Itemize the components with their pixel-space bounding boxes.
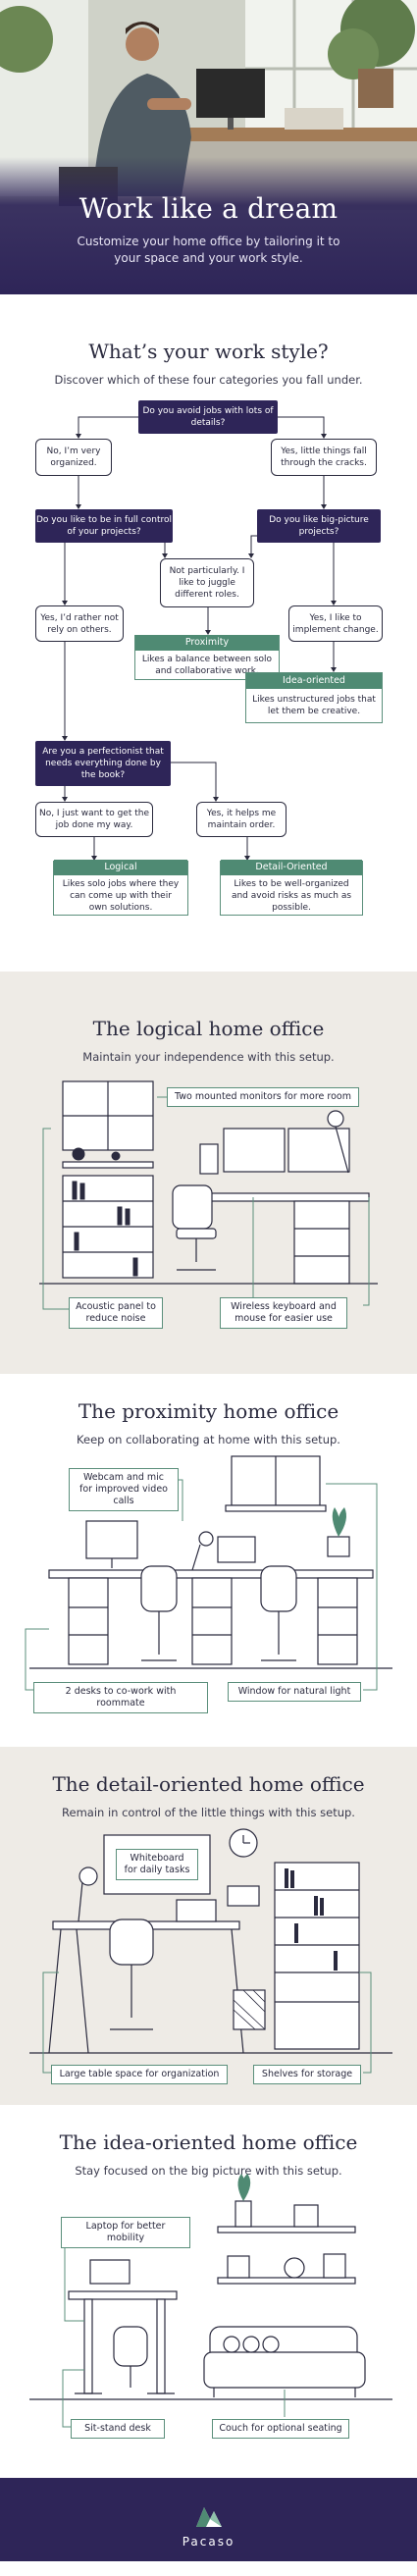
logical-office-illustration — [39, 1080, 378, 1310]
callout-two-desks: 2 desks to co-work with roommate — [33, 1682, 208, 1713]
result-proximity-desc: Likes a balance between solo and collabo… — [141, 655, 273, 676]
question-full-control: Do you like to be in full control of you… — [35, 509, 173, 543]
result-logical-desc: Likes solo jobs where they can come up w… — [62, 879, 180, 913]
result-logical: Logical Likes solo jobs where they can c… — [53, 860, 188, 916]
answer-yes-maintain-order: Yes, it helps me maintain order. — [196, 802, 287, 837]
question-perfectionist: Are you a perfectionist that needs every… — [35, 741, 171, 786]
quiz-title: What’s your work style? — [88, 340, 329, 363]
hero-subtitle: Customize your home office by tailoring … — [77, 235, 340, 265]
result-detail-title: Detail-Oriented — [221, 860, 362, 875]
result-proximity-title: Proximity — [135, 635, 279, 651]
result-proximity: Proximity Likes a balance between solo a… — [134, 635, 280, 680]
result-detail-oriented: Detail-Oriented Likes to be well-organiz… — [220, 860, 363, 916]
answer-no-organized: No, I’m very organized. — [35, 439, 112, 476]
result-detail-desc: Likes to be well-organized and avoid ris… — [231, 879, 352, 913]
callout-two-monitors: Two mounted monitors for more room — [167, 1087, 359, 1107]
footer-brand: Pacaso — [182, 2535, 235, 2549]
callout-large-table: Large table space for organization — [51, 2065, 228, 2084]
result-idea-desc: Likes unstructured jobs that let them be… — [252, 695, 376, 716]
detail-subtitle: Remain in control of the little things w… — [62, 1806, 355, 1819]
work-style-section: What’s your work style? Discover which o… — [0, 294, 417, 972]
result-idea-oriented: Idea-oriented Likes unstructured jobs th… — [245, 672, 383, 723]
callout-window-light: Window for natural light — [228, 1682, 361, 1702]
callout-acoustic-panel: Acoustic panel to reduce noise — [69, 1297, 163, 1329]
answer-not-particularly: Not particularly. I like to juggle diffe… — [160, 558, 254, 607]
logical-subtitle: Maintain your independence with this set… — [82, 1050, 335, 1064]
callout-laptop-mobility: Laptop for better mobility — [61, 2217, 190, 2248]
idea-title: The idea-oriented home office — [59, 2130, 358, 2154]
answer-yes-fall-through: Yes, little things fall through the crac… — [271, 439, 377, 476]
answer-rather-not-rely: Yes, I’d rather not rely on others. — [35, 605, 124, 642]
footer: Pacaso — [0, 2478, 417, 2561]
callout-couch-seating: Couch for optional seating — [212, 2419, 349, 2439]
answer-no-job-my-way: No, I just want to get the job done my w… — [35, 802, 153, 837]
proximity-office-illustration — [25, 1455, 392, 1691]
hero-section: Work like a dream Customize your home of… — [0, 0, 417, 294]
proximity-title: The proximity home office — [78, 1399, 339, 1423]
result-logical-title: Logical — [54, 860, 187, 875]
proximity-office-section: The proximity home office Keep on collab… — [0, 1374, 417, 1747]
idea-subtitle: Stay focused on the big picture with thi… — [75, 2164, 342, 2178]
callout-sit-stand-desk: Sit-stand desk — [71, 2419, 165, 2439]
callout-whiteboard: Whiteboard for daily tasks — [116, 1849, 198, 1880]
result-idea-title: Idea-oriented — [246, 673, 382, 689]
question-big-picture: Do you like big-picture projects? — [257, 509, 381, 543]
detail-title: The detail-oriented home office — [52, 1772, 365, 1796]
idea-office-section: The idea-oriented home office Stay focus… — [0, 2105, 417, 2478]
callout-wireless-keyboard: Wireless keyboard and mouse for easier u… — [220, 1297, 347, 1329]
callout-webcam-mic: Webcam and mic for improved video calls — [69, 1468, 179, 1511]
pacaso-logo-icon — [196, 2507, 222, 2527]
logical-office-section: The logical home office Maintain your in… — [0, 972, 417, 1374]
proximity-subtitle: Keep on collaborating at home with this … — [77, 1433, 340, 1446]
answer-implement-change: Yes, I like to implement change. — [288, 605, 383, 642]
hero-title: Work like a dream — [78, 192, 339, 225]
detail-office-section: The detail-oriented home office Remain i… — [0, 1747, 417, 2105]
quiz-subtitle: Discover which of these four categories … — [54, 373, 363, 387]
hero-overlay — [0, 157, 417, 294]
idea-office-illustration — [29, 2174, 392, 2428]
question-avoid-details: Do you avoid jobs with lots of details? — [138, 400, 278, 434]
callout-shelves-storage: Shelves for storage — [253, 2065, 361, 2084]
detail-office-illustration — [29, 1828, 392, 2074]
logical-title: The logical home office — [92, 1017, 325, 1040]
